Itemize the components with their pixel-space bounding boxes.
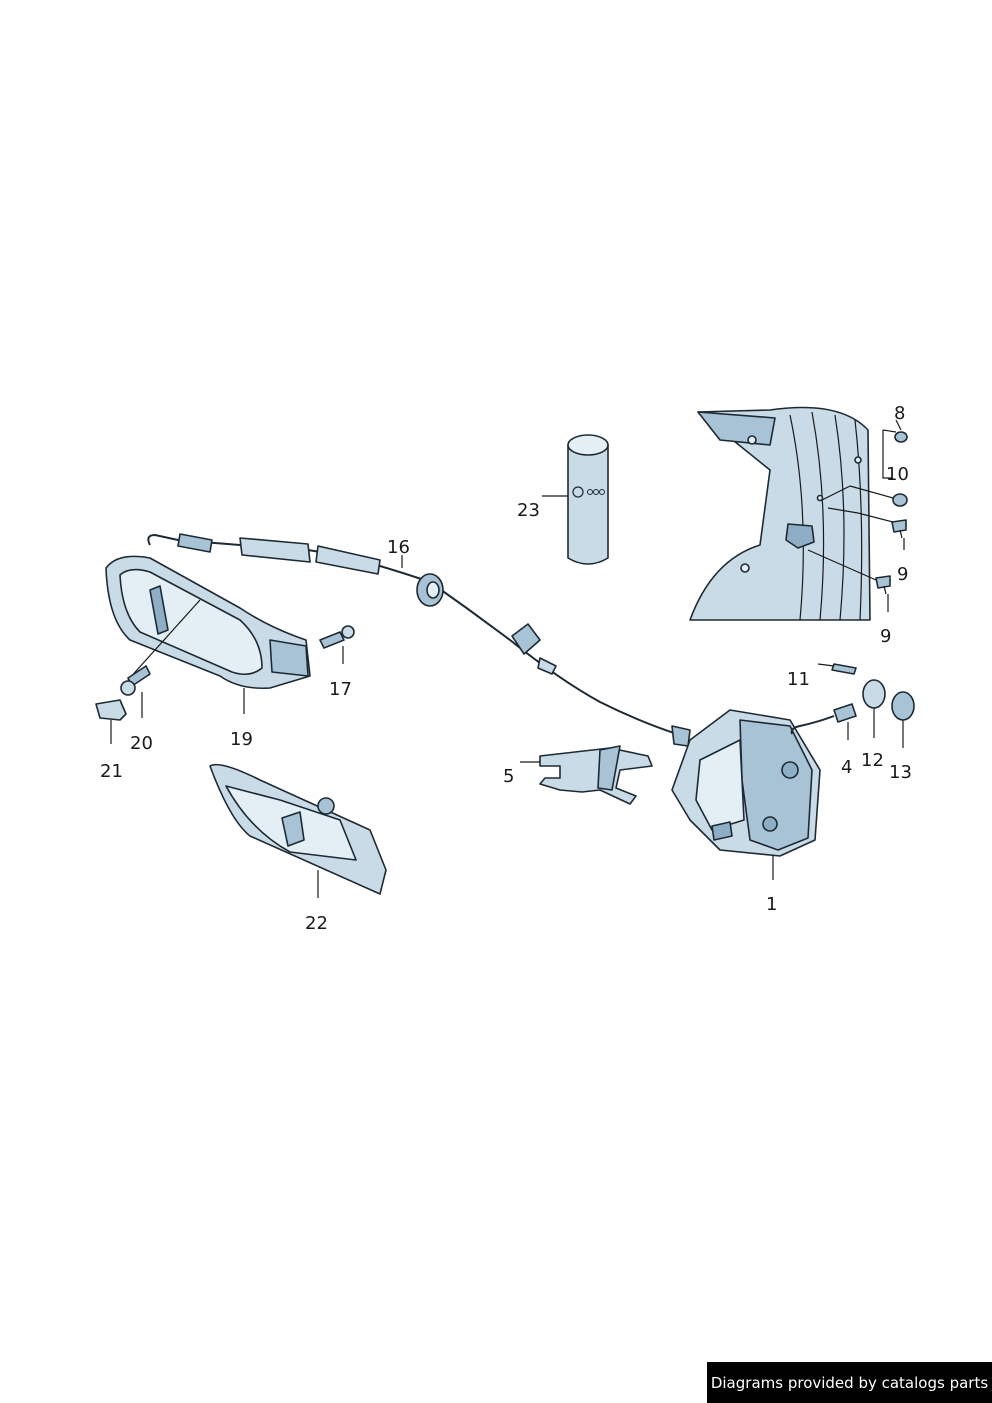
part-8-cap bbox=[894, 431, 908, 443]
part-13-gasket bbox=[891, 691, 915, 721]
callout-20: 20 bbox=[130, 733, 153, 754]
callout-1: 1 bbox=[766, 894, 777, 915]
callout-12: 12 bbox=[861, 750, 884, 771]
part-10-cap bbox=[892, 493, 908, 507]
callout-4: 4 bbox=[841, 757, 852, 778]
part-19-inner-handle bbox=[105, 555, 311, 690]
part-23-spray-can bbox=[567, 434, 609, 565]
part-12-plate bbox=[862, 679, 886, 709]
callout-10: 10 bbox=[886, 464, 909, 485]
part-1-door-lock bbox=[671, 709, 821, 857]
callout-5: 5 bbox=[503, 766, 514, 787]
fastener-leader-lines bbox=[807, 429, 897, 581]
callout-23: 23 bbox=[517, 500, 540, 521]
part-9-screw-upper bbox=[891, 519, 907, 539]
callout-17: 17 bbox=[329, 679, 352, 700]
callout-16: 16 bbox=[387, 537, 410, 558]
part-17-screw bbox=[319, 625, 355, 649]
callout-22: 22 bbox=[305, 913, 328, 934]
callout-19: 19 bbox=[230, 729, 253, 750]
callout-9-upper: 9 bbox=[897, 564, 908, 585]
callout-11: 11 bbox=[787, 669, 810, 690]
part-16-cable bbox=[147, 533, 691, 747]
door-frame bbox=[689, 406, 871, 621]
part-21-cap bbox=[95, 699, 127, 721]
part-4-connector bbox=[790, 703, 857, 735]
callout-labels: 1 4 5 8 9 9 10 11 12 13 16 17 19 20 21 2… bbox=[100, 403, 912, 934]
callout-leader-lines bbox=[110, 419, 905, 898]
part-9-screw-lower bbox=[875, 575, 891, 595]
callout-13: 13 bbox=[889, 762, 912, 783]
callout-21: 21 bbox=[100, 761, 123, 782]
part-20-screw bbox=[120, 665, 151, 696]
part-11-screw bbox=[831, 663, 857, 675]
callout-9-lower: 9 bbox=[880, 626, 891, 647]
footer-attribution: Diagrams provided by catalogs parts bbox=[707, 1362, 992, 1403]
part-22-handle-trim bbox=[209, 763, 387, 895]
callout-8: 8 bbox=[894, 403, 905, 424]
part-5-bracket bbox=[539, 745, 653, 805]
